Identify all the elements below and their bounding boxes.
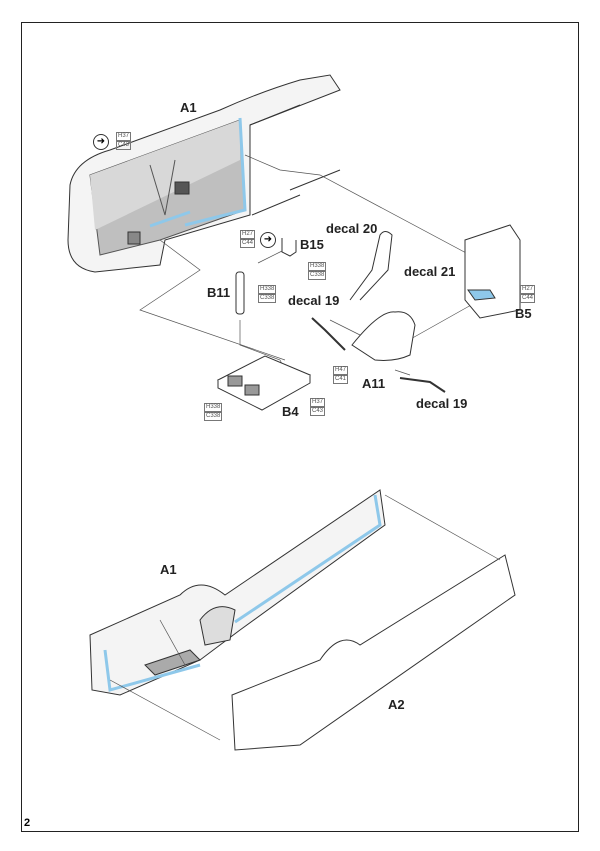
part-label-b11: B11 [207,285,231,300]
decal-label-21: decal 21 [404,264,456,279]
part-label-b4: B4 [282,404,299,419]
part-label-a11: A11 [362,376,386,391]
step2-leader-lines [109,494,501,741]
part-label-a2: A2 [388,697,405,712]
part-b11 [235,271,245,315]
part-b15 [281,238,297,257]
decal-20-belts [349,231,393,301]
page-number: 2 [24,817,31,829]
fuselage-a1-half [89,489,386,696]
page-frame [21,22,579,832]
decal-label-19: decal 19 [416,396,468,411]
fuselage-a1-cutaway [67,74,341,273]
part-label-b15: B15 [300,237,324,252]
part-b5 [464,224,521,319]
part-b4 [216,355,312,411]
part-label-a1: A1 [160,562,177,577]
decal-label-19: decal 19 [288,293,340,308]
part-label-b5: B5 [515,306,532,321]
cement-arrow-icon: ➜ [93,134,109,150]
decal-19-strap-right [399,377,446,393]
fuselage-a2-half [231,554,516,751]
part-label-a1: A1 [180,100,197,115]
decal-19-strap-left [311,317,346,351]
part-a11-seat [351,311,416,361]
cement-arrow-icon: ➜ [260,232,276,248]
decal-label-20: decal 20 [326,221,378,236]
